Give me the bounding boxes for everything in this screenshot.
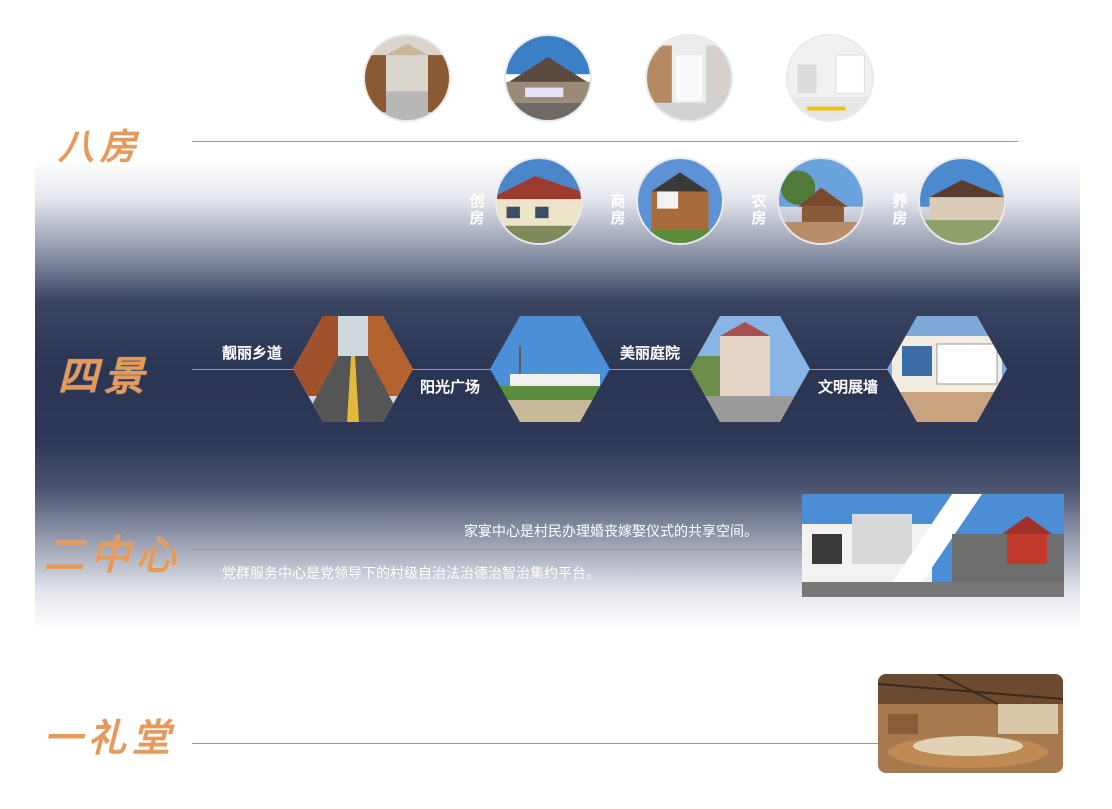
erzhongxin-divider [192, 549, 802, 550]
auditorium-photo [878, 674, 1063, 773]
label-char: 养 [892, 192, 908, 210]
library-photo [363, 34, 451, 122]
yang-house-photo [918, 157, 1006, 245]
bafang-label-2: 商房 [610, 193, 626, 227]
bafang-title: 八房 [58, 126, 143, 168]
centers-photo [802, 494, 1064, 597]
bafang-label-4: 养房 [892, 193, 908, 227]
sijing-title: 四景 [58, 353, 150, 400]
sijing-label-2: 阳光广场 [420, 378, 481, 396]
label-char: 商 [610, 192, 626, 210]
label-char: 房 [610, 209, 626, 227]
label-char: 房 [751, 209, 767, 227]
bafang-label-3: 农房 [751, 193, 767, 227]
sijing-label-4: 文明展墙 [818, 378, 879, 396]
yilitang-divider [192, 743, 878, 744]
exhibit-photo [786, 34, 874, 122]
yilitang-title: 一礼堂 [44, 715, 177, 760]
label-char: 房 [469, 209, 485, 227]
sijing-label-3: 美丽庭院 [620, 344, 681, 362]
hall-photo [504, 34, 592, 122]
nong-house-photo [777, 157, 865, 245]
bafang-divider [192, 141, 1018, 142]
bafang-label-1: 创房 [469, 193, 485, 227]
label-char: 创 [469, 192, 485, 210]
banquet-center-desc: 家宴中心是村民办理婚丧嫁娶仪式的共享空间。 [464, 524, 758, 540]
erzhongxin-title: 二中心 [44, 532, 182, 579]
shang-house-photo [636, 157, 724, 245]
label-char: 农 [751, 192, 767, 210]
corridor-photo [645, 34, 733, 122]
party-service-center-desc: 党群服务中心是党领导下的村级自治法治德治智治集约平台。 [222, 566, 600, 582]
label-char: 房 [892, 209, 908, 227]
sijing-label-1: 靓丽乡道 [222, 344, 283, 362]
chuang-house-photo [495, 157, 583, 245]
